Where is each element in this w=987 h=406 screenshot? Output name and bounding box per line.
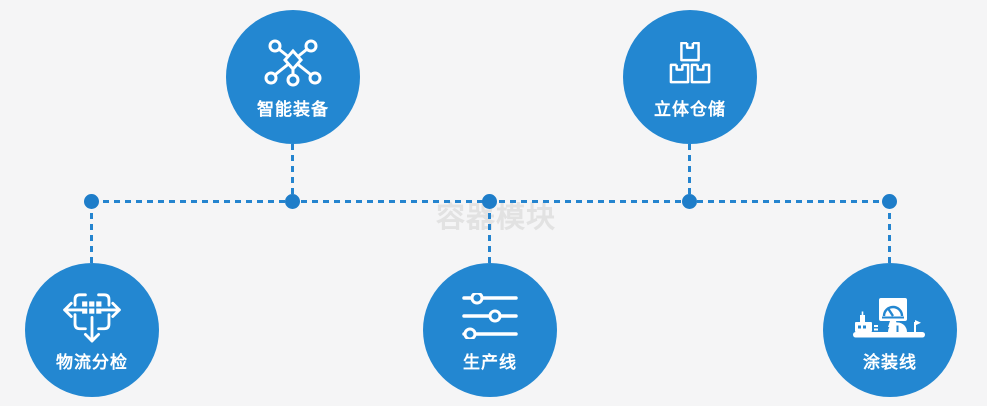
junction-dot bbox=[84, 194, 99, 209]
sorting-arrows-icon bbox=[59, 287, 125, 345]
node-stereoscopic-warehouse: 立体仓储 bbox=[623, 10, 757, 144]
node-logistics-sorting: 物流分检 bbox=[25, 263, 159, 397]
node-label: 立体仓储 bbox=[654, 100, 726, 120]
node-label: 涂装线 bbox=[863, 353, 917, 373]
node-label: 物流分检 bbox=[56, 353, 128, 373]
connector-vertical-warehouse bbox=[688, 144, 691, 202]
junction-dot bbox=[285, 194, 300, 209]
junction-dot bbox=[882, 194, 897, 209]
node-smart-equipment: 智能装备 bbox=[226, 10, 360, 144]
junction-dot bbox=[682, 194, 697, 209]
node-label: 智能装备 bbox=[257, 100, 329, 120]
network-nodes-icon bbox=[263, 34, 323, 92]
junction-dot bbox=[482, 194, 497, 209]
connector-vertical-smart-equipment bbox=[291, 144, 294, 202]
sliders-icon bbox=[462, 287, 518, 345]
node-production-line: 生产线 bbox=[423, 263, 557, 397]
node-label: 生产线 bbox=[463, 353, 517, 373]
connector-vertical-production bbox=[488, 202, 491, 263]
stacked-boxes-icon bbox=[669, 34, 711, 92]
connector-vertical-coating bbox=[888, 202, 891, 263]
node-coating-line: 涂装线 bbox=[823, 263, 957, 397]
connector-vertical-logistics bbox=[90, 202, 93, 263]
machine-console-icon bbox=[853, 287, 927, 345]
